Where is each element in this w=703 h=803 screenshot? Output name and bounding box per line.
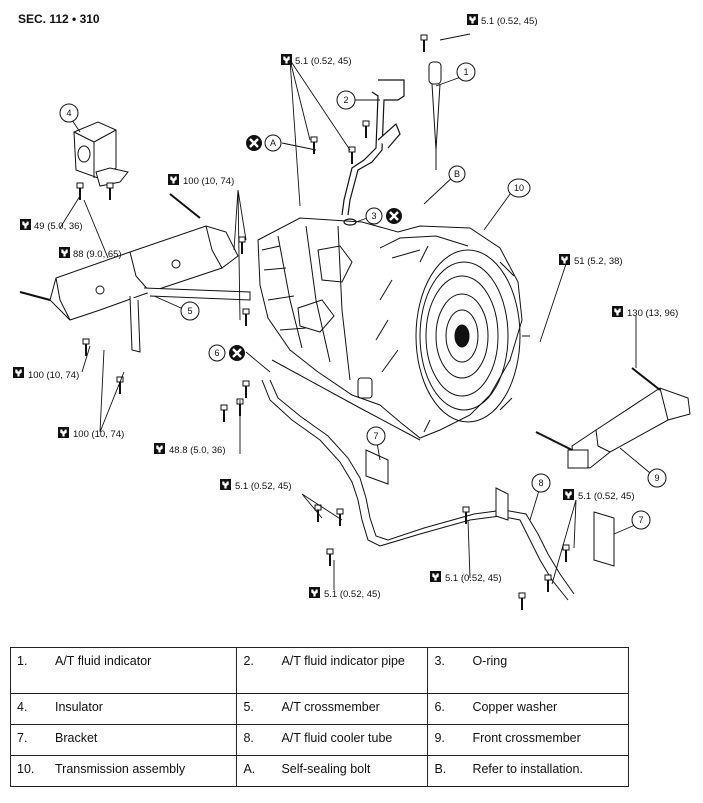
- legend-text: Copper washer: [466, 693, 630, 725]
- svg-text:3: 3: [371, 211, 376, 221]
- legend-text: A/T crossmember: [275, 693, 429, 725]
- legend-num: 9.: [427, 724, 467, 756]
- svg-text:5.1 (0.52, 45): 5.1 (0.52, 45): [445, 573, 502, 584]
- svg-text:4: 4: [66, 108, 71, 118]
- legend-text: Refer to installation.: [466, 755, 630, 787]
- callout-1: 1: [456, 62, 476, 82]
- legend-text: Insulator: [49, 693, 238, 725]
- svg-text:5.1 (0.52, 45): 5.1 (0.52, 45): [578, 491, 635, 502]
- callout-10: 10: [507, 178, 531, 198]
- callout-6: 6: [208, 344, 226, 362]
- svg-text:6: 6: [214, 348, 219, 358]
- legend-text: O-ring: [466, 647, 630, 694]
- transmission-assembly-drawing: [257, 217, 530, 441]
- legend-row: 10. Transmission assembly A. Self-sealin…: [10, 755, 630, 787]
- torque-insulator-88: 88 (9.0, 65): [59, 247, 122, 260]
- legend-row: 1. A/T fluid indicator 2. A/T fluid indi…: [10, 647, 630, 694]
- legend-text: A/T fluid indicator pipe: [275, 647, 429, 694]
- svg-text:130 (13, 96): 130 (13, 96): [627, 308, 678, 319]
- svg-text:100 (10, 74): 100 (10, 74): [183, 176, 234, 187]
- svg-text:48.8 (5.0, 36): 48.8 (5.0, 36): [169, 445, 226, 456]
- svg-text:5.1 (0.52, 45): 5.1 (0.52, 45): [324, 589, 381, 600]
- do-not-reuse-icon-a: [244, 133, 264, 153]
- svg-text:2: 2: [343, 95, 348, 105]
- torque-48: 48.8 (5.0, 36): [154, 443, 226, 456]
- callout-8: 8: [531, 473, 551, 493]
- callout-5: 5: [180, 301, 200, 321]
- svg-text:10: 10: [514, 183, 524, 193]
- legend-text: A/T fluid indicator: [49, 647, 238, 694]
- front-crossmember-drawing: [535, 367, 691, 469]
- at-crossmember-drawing: [19, 193, 251, 395]
- legend-num: 5.: [236, 693, 276, 725]
- torque-pipe: 5.1 (0.52, 45): [281, 54, 352, 67]
- svg-text:100 (10, 74): 100 (10, 74): [73, 429, 124, 440]
- legend-num: A.: [236, 755, 276, 787]
- callout-B: B: [448, 165, 466, 183]
- legend-text: Self-sealing bolt: [275, 755, 429, 787]
- svg-text:51 (5.2, 38): 51 (5.2, 38): [574, 256, 623, 267]
- legend-text: Front crossmember: [466, 724, 630, 756]
- do-not-reuse-icon-6: [227, 343, 247, 363]
- torque-51: 51 (5.2, 38): [559, 254, 623, 267]
- parts-legend-table: 1. A/T fluid indicator 2. A/T fluid indi…: [10, 647, 630, 787]
- torque-tube-right: 5.1 (0.52, 45): [563, 489, 635, 502]
- svg-text:5: 5: [187, 306, 192, 316]
- section-title: SEC. 112 • 310: [18, 12, 100, 26]
- torque-xmember-left: 100 (10, 74): [13, 367, 79, 381]
- svg-text:B: B: [454, 169, 460, 179]
- legend-num: 10.: [10, 755, 49, 787]
- legend-row: 4. Insulator 5. A/T crossmember 6. Coppe…: [10, 693, 630, 725]
- torque-130: 130 (13, 96): [612, 306, 678, 319]
- do-not-reuse-icon-3: [384, 206, 404, 226]
- legend-num: 2.: [236, 647, 276, 694]
- callout-9: 9: [647, 468, 667, 488]
- svg-text:49 (5.0, 36): 49 (5.0, 36): [34, 221, 83, 232]
- svg-text:7: 7: [638, 515, 643, 525]
- svg-text:100 (10, 74): 100 (10, 74): [28, 370, 79, 381]
- exploded-view-diagram: SEC. 112 • 310: [13, 12, 691, 611]
- legend-text: A/T fluid cooler tube: [275, 724, 429, 756]
- callout-7b: 7: [631, 510, 651, 530]
- legend-num: 1.: [10, 647, 49, 694]
- callout-4: 4: [59, 103, 79, 123]
- legend-num: B.: [427, 755, 467, 787]
- legend-num: 4.: [10, 693, 49, 725]
- torque-xmember-bottom: 100 (10, 74): [58, 427, 124, 440]
- svg-text:1: 1: [463, 67, 468, 77]
- callout-2: 2: [336, 90, 356, 110]
- svg-text:7: 7: [373, 431, 378, 441]
- insulator-drawing: [73, 121, 129, 201]
- svg-text:A: A: [270, 138, 276, 148]
- torque-tube-mid: 5.1 (0.52, 45): [430, 571, 502, 584]
- svg-text:5.1 (0.52, 45): 5.1 (0.52, 45): [235, 481, 292, 492]
- torque-top-right: 5.1 (0.52, 45): [467, 14, 538, 27]
- fluid-indicator-drawing: [420, 34, 442, 170]
- legend-num: 7.: [10, 724, 49, 756]
- svg-text:5.1 (0.52, 45): 5.1 (0.52, 45): [295, 56, 352, 67]
- cooler-tube-drawing: [220, 379, 615, 611]
- svg-text:5.1 (0.52, 45): 5.1 (0.52, 45): [481, 16, 538, 27]
- svg-text:9: 9: [654, 473, 659, 483]
- torque-tube-bottom: 5.1 (0.52, 45): [309, 587, 381, 600]
- legend-num: 3.: [427, 647, 467, 694]
- fluid-indicator-pipe-drawing: [310, 79, 405, 226]
- callout-3: 3: [365, 207, 383, 225]
- legend-num: 8.: [236, 724, 276, 756]
- torque-insulator-49: 49 (5.0, 36): [20, 219, 83, 232]
- legend-num: 6.: [427, 693, 467, 725]
- torque-tube-left: 5.1 (0.52, 45): [220, 479, 292, 492]
- callout-A: A: [264, 134, 282, 152]
- callout-7a: 7: [366, 426, 386, 446]
- legend-row: 7. Bracket 8. A/T fluid cooler tube 9. F…: [10, 724, 630, 756]
- legend-text: Transmission assembly: [49, 755, 238, 787]
- svg-text:88 (9.0, 65): 88 (9.0, 65): [73, 249, 122, 260]
- legend-text: Bracket: [49, 724, 238, 756]
- svg-text:8: 8: [538, 478, 543, 488]
- torque-xmember-top: 100 (10, 74): [168, 174, 234, 187]
